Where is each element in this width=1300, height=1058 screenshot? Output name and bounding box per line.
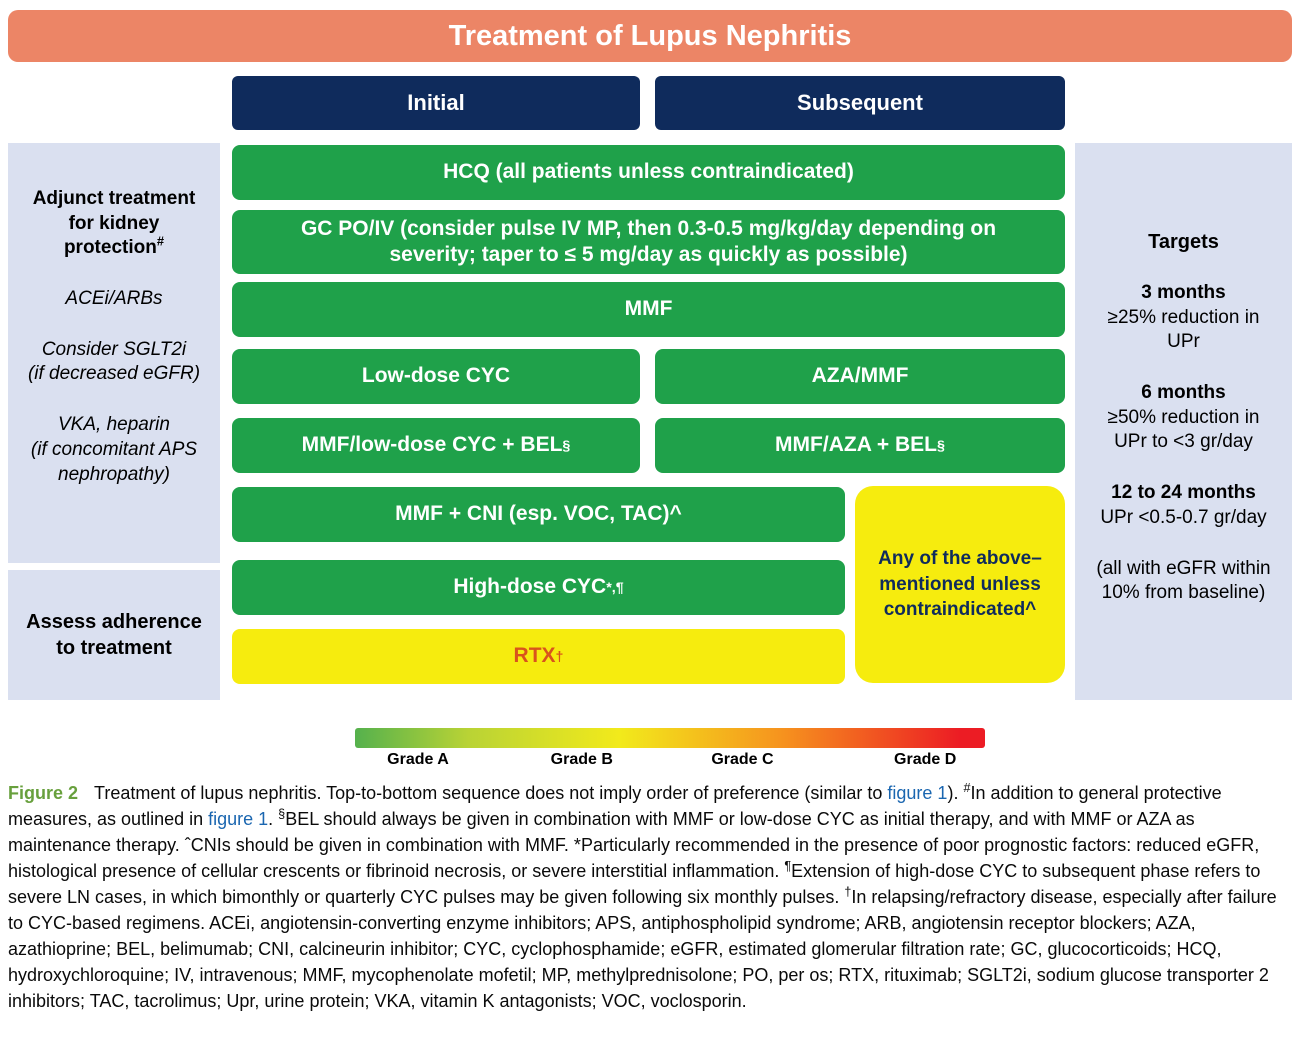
- figure-number: Figure 2: [8, 783, 79, 803]
- adjunct-item-vka-heparin: VKA, heparin (if concomitant APS nephrop…: [30, 414, 198, 485]
- grade-label: Grade B: [550, 751, 613, 768]
- figure-title: Treatment of Lupus Nephritis: [448, 19, 852, 52]
- assess-adherence-label: Assess adherence to treatment: [26, 611, 202, 659]
- bar-mmf-cni: MMF + CNI (esp. VOC, TAC)^: [232, 487, 845, 542]
- column-header-initial: Initial: [232, 76, 640, 130]
- target-body: ≥25% reduction in UPr: [1107, 306, 1260, 353]
- targets-title: Targets: [1148, 231, 1219, 253]
- caption-text: Treatment of lupus nephritis. Top-to-bot…: [94, 783, 888, 803]
- target-6-months: 6 months ≥50% reduction in UPr to <3 gr/…: [1108, 381, 1260, 455]
- figure-title-banner: Treatment of Lupus Nephritis: [8, 10, 1292, 62]
- adjunct-item-sglt2i: Consider SGLT2i (if decreased eGFR): [27, 338, 201, 385]
- bar-label: MMF: [624, 297, 673, 321]
- grade-gradient-bar: [355, 728, 985, 748]
- bar-label: MMF/low-dose CYC + BEL: [301, 433, 563, 457]
- bar-mmf-low-dose-cyc-bel: MMF/low-dose CYC + BEL§: [232, 418, 640, 473]
- bar-label: MMF + CNI (esp. VOC, TAC)^: [395, 502, 682, 526]
- figure-caption: Figure 2 Treatment of lupus nephritis. To…: [8, 780, 1294, 1014]
- target-heading: 12 to 24 months: [1111, 482, 1256, 504]
- column-header-subsequent: Subsequent: [655, 76, 1065, 130]
- assess-adherence-panel: Assess adherence to treatment: [8, 570, 220, 700]
- target-body: UPr <0.5-0.7 gr/day: [1100, 506, 1267, 528]
- bar-rtx: RTX †: [232, 629, 845, 684]
- column-header-label: Subsequent: [797, 90, 923, 115]
- bar-aza-mmf: AZA/MMF: [655, 349, 1065, 404]
- caption-text: Extension of high-dose CYC to subsequent…: [8, 861, 1261, 907]
- figure1-link[interactable]: figure 1: [208, 809, 269, 829]
- bar-label: MMF/AZA + BEL: [775, 433, 938, 457]
- bar-mmf-aza-bel: MMF/AZA + BEL§: [655, 418, 1065, 473]
- caption-text: .: [268, 809, 279, 829]
- caption-text: BEL should always be given in combinatio…: [8, 809, 1260, 881]
- target-body: ≥50% reduction in UPr to <3 gr/day: [1107, 406, 1260, 453]
- adjunct-panel-title: Adjunct treatment for kidney protection#: [33, 187, 196, 261]
- adjunct-item-acei-arbs: ACEi/ARBs: [65, 288, 163, 310]
- adjunct-title-superscript: #: [156, 234, 165, 250]
- target-3-months: 3 months ≥25% reduction in UPr: [1108, 281, 1260, 355]
- bar-label: High-dose CYC: [453, 575, 607, 599]
- caption-superscript: ¶: [784, 859, 792, 873]
- bar-label: AZA/MMF: [811, 364, 909, 388]
- caption-text: In relapsing/refractory disease, especia…: [8, 887, 1277, 1011]
- caption-superscript: †: [844, 885, 852, 899]
- caption-superscript: §: [278, 807, 286, 821]
- grade-label: Grade D: [894, 751, 957, 768]
- target-12-24-months: 12 to 24 months UPr <0.5-0.7 gr/day: [1100, 481, 1266, 530]
- caption-text: In addition to general protective measur…: [8, 783, 1222, 829]
- grade-label: Grade C: [711, 751, 774, 768]
- bar-mmf: MMF: [232, 282, 1065, 337]
- box-any-of-above: Any of the above– mentioned unless contr…: [855, 486, 1065, 683]
- bar-label: RTX: [513, 644, 556, 668]
- figure1-link[interactable]: figure 1: [887, 783, 948, 803]
- targets-egfr-note: (all with eGFR within 10% from baseline): [1096, 557, 1271, 604]
- bar-label: HCQ (all patients unless contraindicated…: [443, 160, 854, 184]
- target-heading: 6 months: [1141, 382, 1226, 404]
- bar-label: Low-dose CYC: [361, 364, 511, 388]
- column-header-label: Initial: [407, 90, 465, 115]
- caption-superscript: #: [963, 781, 971, 795]
- bar-gc-po-iv: GC PO/IV (consider pulse IV MP, then 0.3…: [232, 210, 1065, 274]
- caption-text: ).: [947, 783, 964, 803]
- adjunct-treatment-panel: Adjunct treatment for kidney protection#…: [8, 143, 220, 563]
- target-heading: 3 months: [1141, 282, 1226, 303]
- bar-high-dose-cyc: High-dose CYC *,¶: [232, 560, 845, 615]
- box-any-label: Any of the above– mentioned unless contr…: [878, 548, 1042, 621]
- bar-low-dose-cyc: Low-dose CYC: [232, 349, 640, 404]
- bar-label: GC PO/IV (consider pulse IV MP, then 0.3…: [300, 216, 997, 266]
- bar-hcq: HCQ (all patients unless contraindicated…: [232, 145, 1065, 200]
- adjunct-title-text: Adjunct treatment for kidney protection: [32, 188, 196, 259]
- grade-labels: Grade A Grade B Grade C Grade D: [355, 751, 985, 773]
- targets-panel: Targets 3 months ≥25% reduction in UPr 6…: [1075, 143, 1292, 700]
- grade-label: Grade A: [387, 751, 449, 768]
